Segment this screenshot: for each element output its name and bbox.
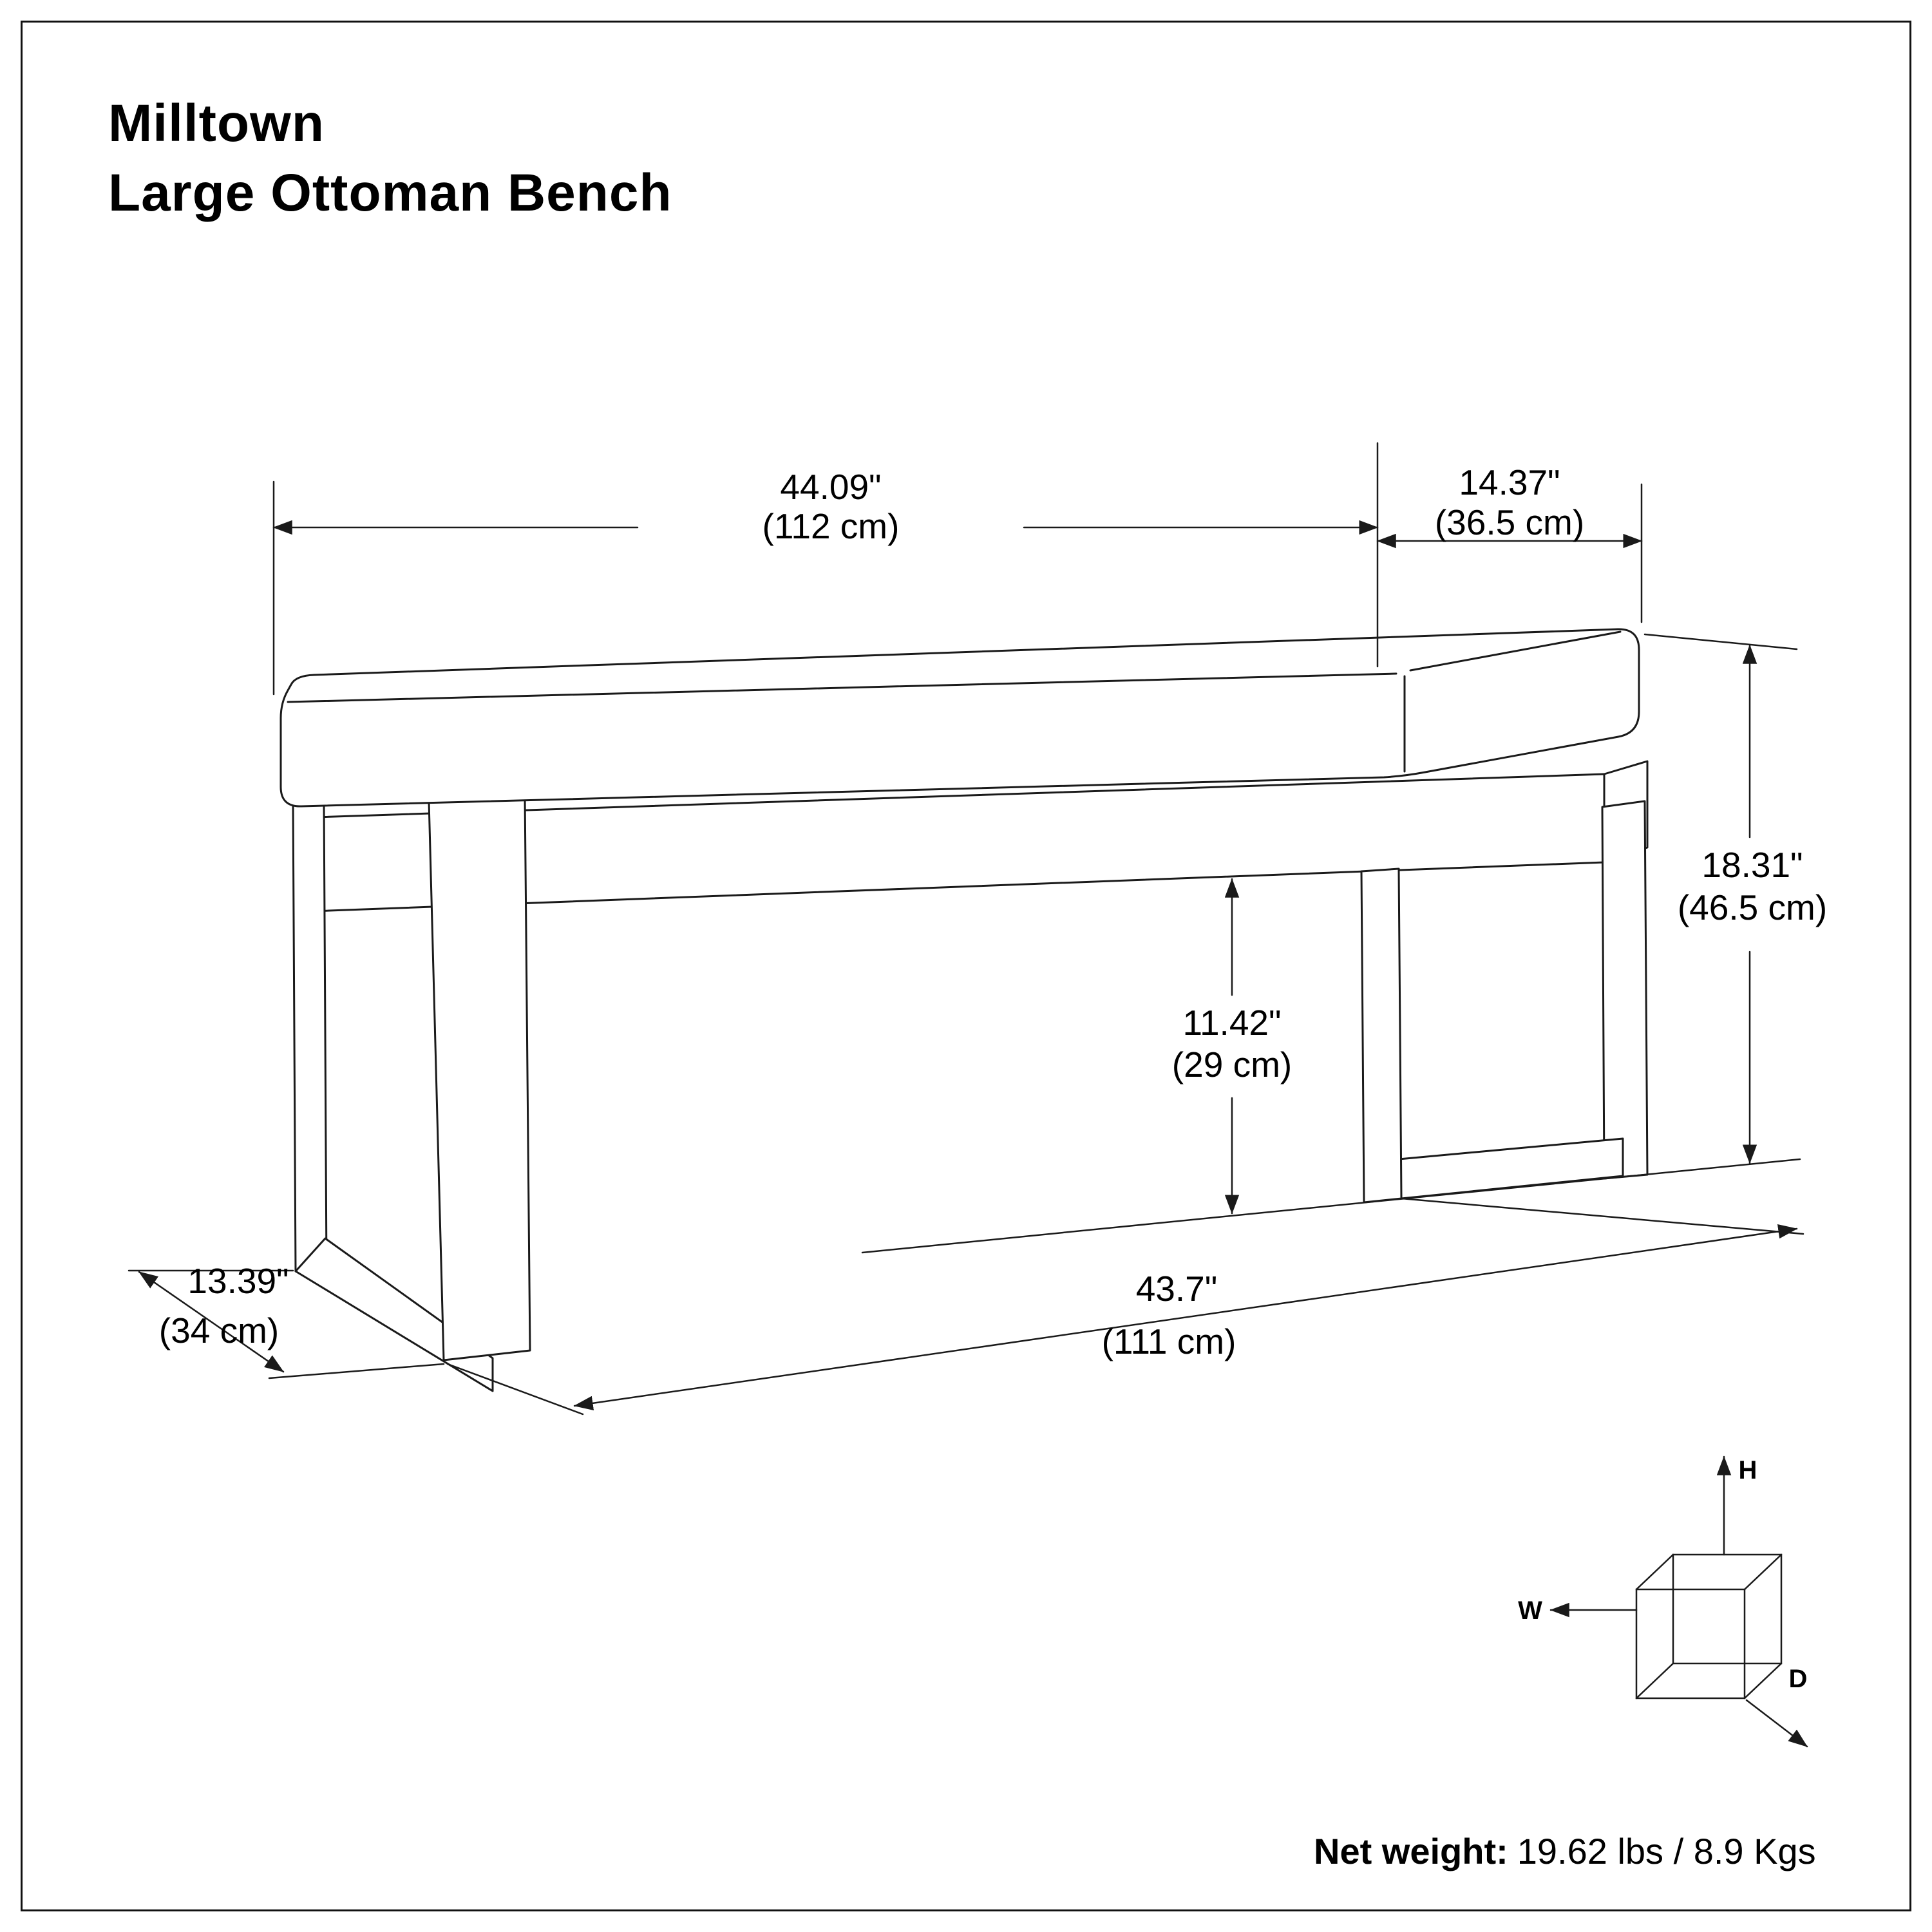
axis-width-label: W: [1518, 1596, 1542, 1625]
dim-seat-depth-lines: [1376, 483, 1643, 623]
product-title: Milltown Large Ottoman Bench: [108, 89, 672, 228]
dim-leg-depth-cm: (34 cm): [159, 1311, 279, 1350]
dim-base-width-inches: 43.7": [1136, 1269, 1218, 1309]
dim-seat-width-lines: [272, 442, 1379, 696]
ground-extension-line: [861, 1158, 1801, 1254]
axis-depth-label: D: [1789, 1665, 1808, 1693]
dim-overall-height-inches: 18.31": [1701, 845, 1803, 885]
dimension-labels: 44.09" (112 cm) 14.37" (36.5 cm) 18.31" …: [159, 462, 1827, 1693]
net-weight: Net weight:19.62 lbs / 8.9 Kgs: [1314, 1830, 1816, 1872]
dim-leg-depth-inches: 13.39": [187, 1261, 289, 1301]
axis-depth-arrow: [1745, 1699, 1808, 1748]
dim-leg-depth-lines: [128, 1269, 445, 1379]
right-leg-back-post: [1601, 800, 1649, 1180]
left-leg-front-post: [428, 795, 531, 1361]
dim-clearance-cm: (29 cm): [1172, 1045, 1292, 1084]
net-weight-label: Net weight:: [1314, 1831, 1508, 1871]
axis-indicator-cube: [1549, 1455, 1808, 1748]
cushion-top-front-edge: [287, 672, 1397, 703]
product-title-line2: Large Ottoman Bench: [108, 164, 672, 223]
axis-height-label: H: [1739, 1456, 1757, 1484]
right-leg-bottom-rail: [1397, 1137, 1624, 1200]
dim-seat-depth-inches: 14.37": [1459, 462, 1560, 502]
dim-base-width-lines: [446, 1197, 1804, 1416]
dimension-graphics: [128, 442, 1808, 1748]
dim-seat-width-cm: (112 cm): [762, 506, 900, 546]
bench-drawing: [279, 628, 1649, 1392]
left-leg: [292, 795, 531, 1392]
right-leg-front-post: [1360, 867, 1403, 1204]
dim-overall-height-cm: (46.5 cm): [1678, 887, 1827, 927]
dim-seat-width-inches: 44.09": [780, 467, 881, 507]
cushion: [279, 628, 1640, 808]
dim-seat-depth-cm: (36.5 cm): [1435, 502, 1584, 542]
product-title-line1: Milltown: [108, 94, 325, 153]
dim-clearance-inches: 11.42": [1182, 1003, 1281, 1043]
dim-base-width-cm: (111 cm): [1102, 1321, 1236, 1361]
dim-overall-height-lines: [1643, 633, 1798, 1164]
cushion-top-right-edge: [1409, 630, 1622, 672]
net-weight-value: 19.62 lbs / 8.9 Kgs: [1517, 1831, 1816, 1871]
cushion-body: [279, 628, 1640, 808]
left-leg-back-post: [292, 800, 328, 1273]
